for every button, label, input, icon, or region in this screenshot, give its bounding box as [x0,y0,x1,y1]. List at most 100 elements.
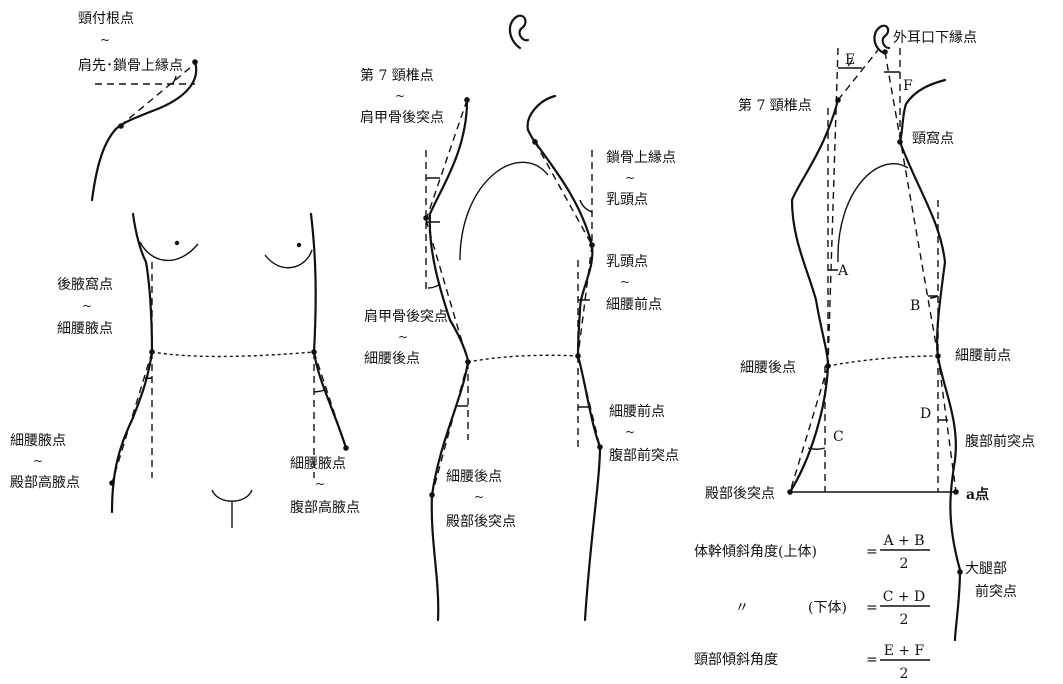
side-view: 第 7 頸椎点 ~ 肩甲骨後突点 肩甲骨後突点 ~ 細腰後点 細腰後点 ~ 殿部… [360,14,679,622]
side-waist-back-point [465,359,471,365]
angle-label-hip-back: 殿部後突点 [705,486,775,502]
angle-label-a-point: a点 [966,486,989,503]
side-label-waist-front: 細腰前点 [606,296,662,313]
formula-upper-den: 2 [900,556,909,572]
side-back-slope-upper [425,99,468,221]
angle-hip-back-point [787,489,793,495]
side-back-slope-mid [425,219,469,363]
front-shoulder-point [118,123,124,129]
formulas: 体幹傾斜角度(上体) = A + B 2 〃 (下体) = C + D 2 頸部… [694,533,930,682]
front-nipple-left [174,240,180,246]
angle-view: E F A B C D 外耳口下縁点 第 7 頸椎点 頸窩点 細腰後点 細腰前点… [705,24,1035,642]
side-arm-contour [459,161,549,261]
side-scapula-point [423,215,429,221]
side-label-nipple: 乳頭点 [606,192,648,208]
front-chest-left [139,241,199,261]
front-left-slope-lower [111,351,153,484]
front-nipple-right [296,242,302,248]
formula-lower-num: C + D [883,589,926,605]
side-label-hip-back: 殿部後突点 [446,514,516,530]
angle-front-outline [898,140,962,642]
angle-back-outline [788,98,840,494]
front-right-angle-arc [313,389,326,393]
angle-waist-back-point [825,363,831,369]
side-tilde-3: ~ [474,490,484,504]
front-torso-right-outline [309,212,348,450]
angle-label-ear: 外耳口下縁点 [893,30,977,46]
angle-neck-front [898,78,947,144]
side-ear [508,14,530,50]
front-tilde-3: ~ [33,454,43,468]
side-tilde-4: ~ [625,171,635,185]
front-shoulder-dashed-slope [119,61,198,127]
side-front-slope-lower [577,355,601,448]
formula-upper-num: A + B [882,533,924,549]
angle-E-slope [837,49,879,101]
side-tilde-6: ~ [625,425,635,439]
angle-letter-F: F [903,78,913,94]
formula-upper-eq: = [866,544,878,560]
angle-ear [873,24,891,54]
front-tilde-2: ~ [82,299,92,313]
front-shoulder-outline [90,60,198,202]
side-label-scapula-2: 肩甲骨後突点 [364,309,448,325]
side-label-c7: 第 7 頸椎点 [360,67,434,84]
angle-jugular-point [897,139,903,145]
side-tilde-2: ~ [398,330,408,344]
angle-F-slope [884,51,939,357]
side-c7-point [464,97,470,103]
side-neck-front [526,94,557,146]
side-waist-front-point [575,353,581,359]
front-waist-dotted-line [151,351,315,358]
formula-neck-eq: = [866,652,878,668]
formula-lower-eq: = [866,600,878,616]
angle-letter-B: B [910,298,920,314]
side-abdomen-front-point [597,444,603,450]
side-label-waist-front-2: 細腰前点 [609,403,665,420]
formula-lower-label: (下体) [808,600,847,616]
angle-arcs [807,59,939,450]
side-nipple-point [589,242,595,248]
formula-neck-label: 頸部傾斜角度 [694,652,778,668]
side-tilde-1: ~ [395,89,405,103]
angle-waist-front-point [935,353,941,359]
angle-E-vertical [827,47,839,367]
side-label-scapula: 肩甲骨後突点 [360,110,444,126]
front-label-neck-base: 頸付根点 [78,11,134,27]
front-shoulder-angle-arc [171,75,177,85]
formula-neck-den: 2 [900,666,909,682]
front-tilde-4: ~ [315,477,325,491]
angle-label-waist-front: 細腰前点 [955,347,1011,364]
side-waist-dotted-line [467,354,579,363]
front-crotch [211,489,253,528]
front-chest-right [264,249,313,269]
angle-letter-E: E [845,52,855,68]
front-tilde-1: ~ [100,33,110,47]
front-torso-left-outline [110,212,154,514]
angle-label-abdomen-front: 腹部前突点 [965,433,1035,450]
angle-thigh-point [957,569,963,575]
angle-letter-A: A [837,263,849,279]
front-label-waist-axilla-2: 細腰腋点 [10,433,66,449]
angle-label-waist-back: 細腰後点 [740,360,796,376]
angle-c7-point [835,97,841,103]
front-neck-base-point [192,59,198,65]
front-label-rear-axilla: 後腋窩点 [57,276,113,293]
front-view: 頸付根点 ~ 肩先･鎖骨上縁点 後腋窩点 ~ 細腰腋点 細腰腋点 ~ 殿部高腋点… [10,11,360,528]
side-front-slope-mid [577,244,593,357]
angle-D-slope [937,355,957,493]
side-front-outline [533,140,602,622]
side-label-clavicle: 鎖骨上縁点 [606,150,676,166]
angle-C-slope [789,365,829,493]
angle-a-point [953,489,959,495]
formula-lower-den: 2 [900,612,909,628]
side-label-waist-back: 細腰後点 [364,351,420,367]
front-label-hip-high-axilla: 殿部高腋点 [10,474,80,491]
angle-label-jugular: 頸窩点 [912,130,954,147]
side-angle-arcs [427,199,593,289]
front-label-waist-axilla: 細腰腋点 [57,321,113,337]
angle-waist-dotted-line [827,355,939,367]
front-label-abdomen-high-axilla: 腹部高腋点 [290,499,360,516]
front-label-waist-axilla-right: 細腰腋点 [290,456,346,472]
